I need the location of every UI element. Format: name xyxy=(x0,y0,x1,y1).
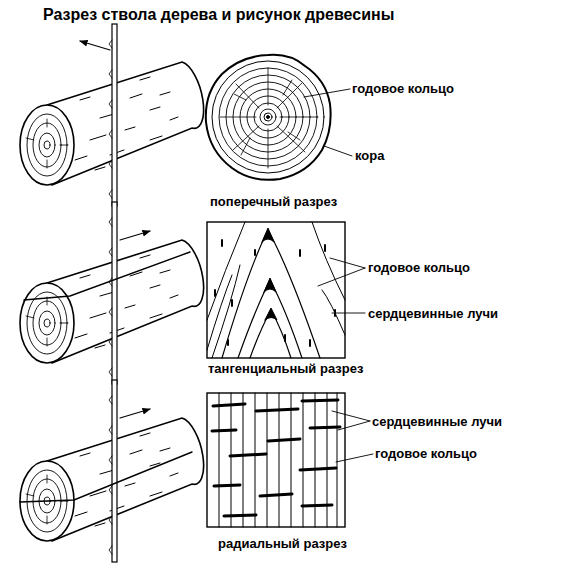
part-label: годовое кольцо xyxy=(368,260,553,275)
section-frame xyxy=(207,393,345,527)
section-frame xyxy=(207,222,345,358)
log-tangential-cut xyxy=(20,202,204,384)
pith xyxy=(264,113,272,121)
medullary-rays xyxy=(212,400,340,516)
bark-inner xyxy=(212,61,324,173)
radial-section xyxy=(207,393,345,527)
part-label: годовое кольцо xyxy=(352,81,537,96)
medullary-rays xyxy=(220,68,318,168)
pith-dot xyxy=(267,116,270,119)
section-caption: поперечный разрез xyxy=(210,194,395,209)
cut-direction-arrow xyxy=(120,409,150,418)
part-label: сердцевинные лучи xyxy=(368,306,553,321)
part-label: годовое кольцо xyxy=(375,446,560,461)
bark-outline xyxy=(206,55,331,180)
radial-cut-line xyxy=(20,452,192,502)
grain-line xyxy=(207,222,345,358)
tangential-section xyxy=(207,222,345,358)
part-label: кора xyxy=(355,148,540,163)
medullary-rays xyxy=(215,240,335,346)
section-caption: радиальный разрез xyxy=(218,536,403,551)
annual-ring xyxy=(260,109,276,125)
grain-arch xyxy=(238,280,302,358)
section-caption: тангенциальный разрез xyxy=(208,361,393,376)
grain-arch xyxy=(222,230,320,358)
log-radial-cut xyxy=(20,380,204,562)
leader-lines xyxy=(304,89,373,462)
part-label: сердцевинные лучи xyxy=(372,414,557,429)
cross-section xyxy=(206,55,331,180)
diagram-title: Разрез ствола дерева и рисунок древесины xyxy=(43,6,543,24)
cut-direction-arrow xyxy=(80,41,110,50)
latewood-peak xyxy=(262,228,277,320)
log-cross-cut xyxy=(20,24,204,206)
tangential-cut-line xyxy=(24,252,190,300)
cut-direction-arrow xyxy=(120,231,150,240)
